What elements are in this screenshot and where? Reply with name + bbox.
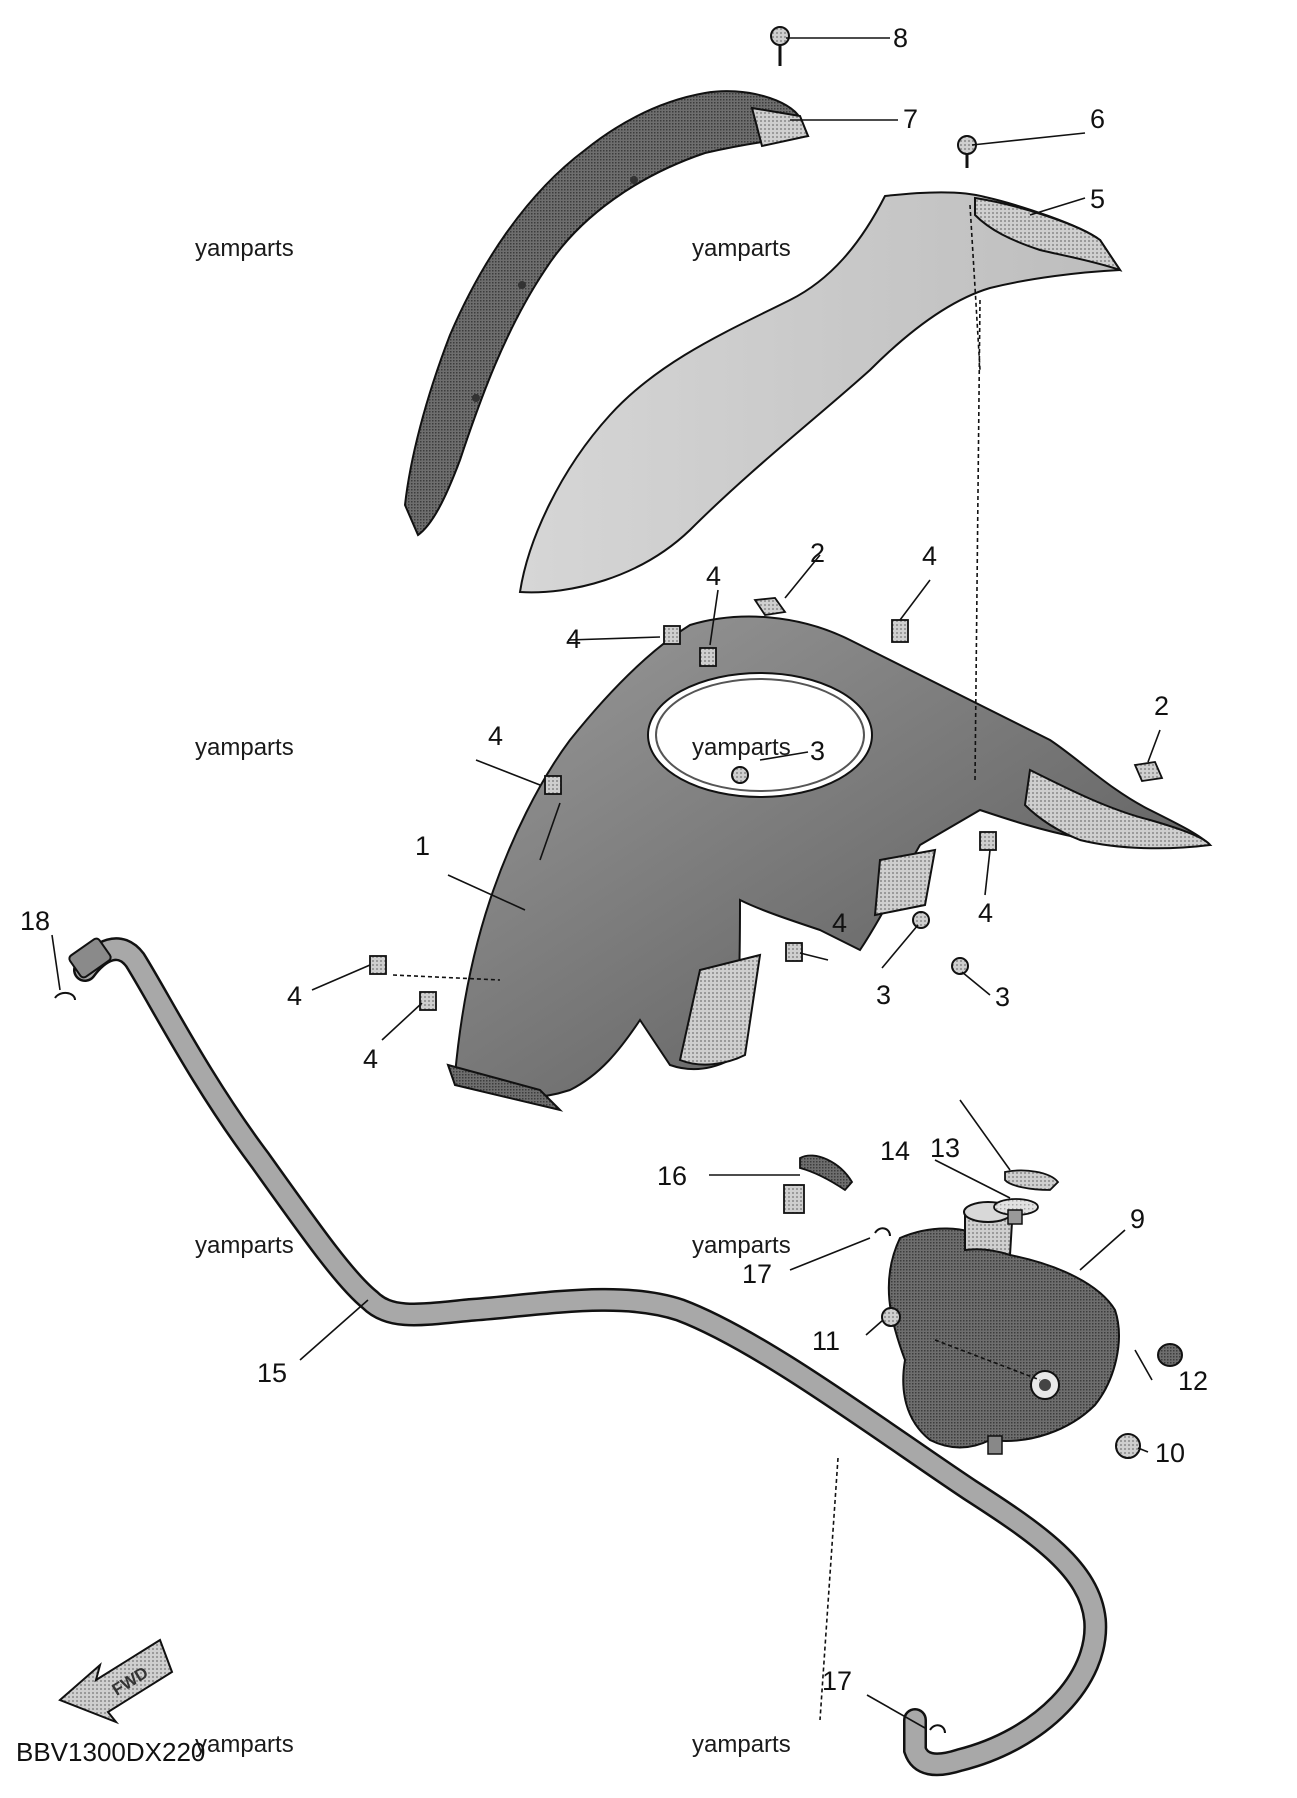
misc-small-parts — [54, 992, 1183, 1734]
watermark-4: yamparts — [692, 734, 791, 761]
callout-4d: 4 — [488, 721, 503, 751]
callout-13: 13 — [930, 1133, 960, 1163]
callout-3c: 3 — [995, 982, 1010, 1012]
callout-4g: 4 — [287, 981, 302, 1011]
callout-3b: 3 — [876, 980, 891, 1010]
callout-5: 5 — [1090, 184, 1105, 214]
callout-8: 8 — [893, 23, 908, 53]
watermarks: yamparts yamparts yamparts yamparts yamp… — [195, 235, 791, 1758]
callout-10: 10 — [1155, 1438, 1185, 1468]
callout-11: 11 — [812, 1326, 840, 1356]
watermark-5: yamparts — [195, 1232, 294, 1259]
callout-4f: 4 — [832, 908, 847, 938]
grommets-part-3 — [731, 766, 969, 975]
callout-labels: 1 2 2 3 3 3 4 4 4 4 4 4 4 4 4 5 6 7 8 9 … — [20, 23, 1208, 1696]
forward-direction-arrow: FWD — [58, 1638, 174, 1725]
callout-9: 9 — [1130, 1204, 1145, 1234]
callout-7: 7 — [903, 104, 918, 134]
top-cover-part-5 — [518, 191, 1123, 594]
callout-18: 18 — [20, 906, 50, 936]
callout-2a: 2 — [810, 538, 825, 568]
leader-lines — [51, 37, 1161, 1729]
side-cover-part-7 — [403, 90, 810, 537]
callout-1: 1 — [415, 831, 430, 861]
callout-6: 6 — [1090, 104, 1105, 134]
callout-17b: 17 — [822, 1666, 852, 1696]
watermark-3: yamparts — [195, 734, 294, 761]
tank-cover-part-1 — [446, 615, 1213, 1112]
cap-parts-13-14 — [993, 1169, 1060, 1225]
hose-part-15 — [68, 937, 1108, 1777]
callout-4e: 4 — [978, 898, 993, 928]
watermark-1: yamparts — [195, 235, 294, 262]
reservoir-tank-part-9 — [887, 1201, 1120, 1455]
callout-15: 15 — [257, 1358, 287, 1388]
watermark-8: yamparts — [692, 1731, 791, 1758]
callout-4h: 4 — [363, 1044, 378, 1074]
fastener-8 — [770, 26, 790, 66]
callout-4c: 4 — [922, 541, 937, 571]
callout-4b: 4 — [706, 561, 721, 591]
callout-3a: 3 — [810, 736, 825, 766]
callout-4a: 4 — [566, 624, 581, 654]
watermark-7: yamparts — [195, 1731, 294, 1758]
callout-17a: 17 — [742, 1259, 772, 1289]
clips-part-2 — [753, 597, 1164, 782]
watermark-2: yamparts — [692, 235, 791, 262]
diagram-code: BBV1300DX220 — [16, 1737, 205, 1767]
hose-fitting-part-16 — [783, 1154, 854, 1214]
callout-14: 14 — [880, 1136, 910, 1166]
fuel-cap-opening — [647, 672, 873, 798]
callout-12: 12 — [1178, 1366, 1208, 1396]
callout-2b: 2 — [1154, 691, 1169, 721]
fastener-6 — [957, 135, 977, 168]
callout-16: 16 — [657, 1161, 687, 1191]
watermark-6: yamparts — [692, 1232, 791, 1259]
